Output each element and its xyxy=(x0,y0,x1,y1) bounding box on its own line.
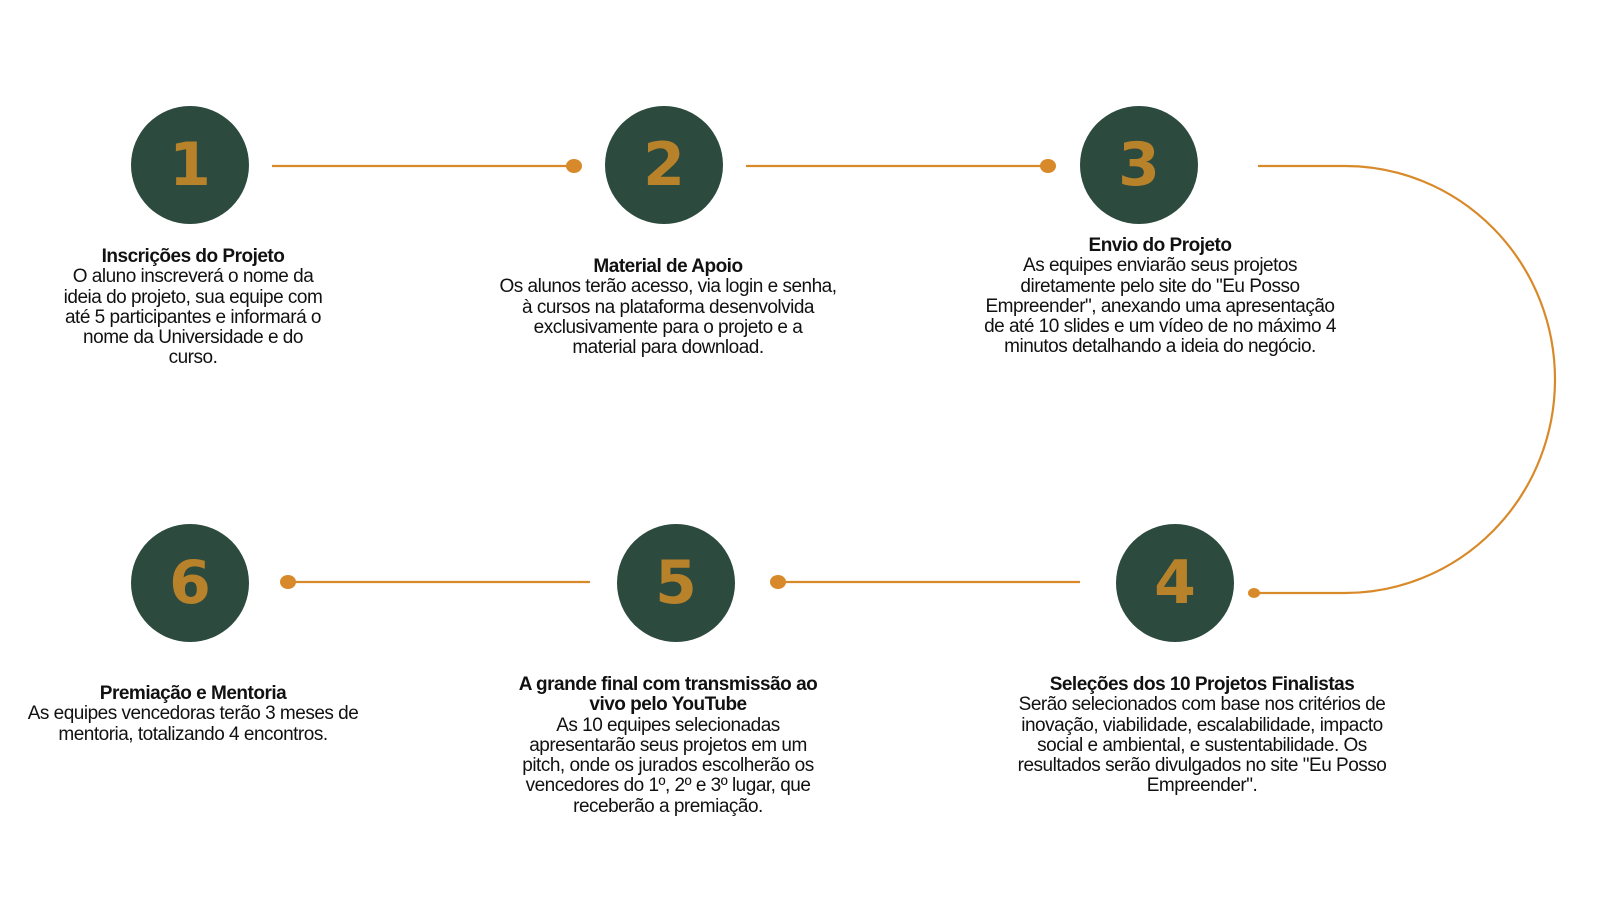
step-text-line: material para download. xyxy=(572,337,764,359)
step-number: 3 xyxy=(1118,130,1160,200)
step-text-line: social e ambiental, e sustentabilidade. … xyxy=(1037,734,1367,756)
step-number: 1 xyxy=(169,130,211,200)
connector-3-4 xyxy=(1256,164,1557,595)
step-text-line: As equipes enviarão seus projetos xyxy=(1023,255,1297,277)
step-3-circle: 3 xyxy=(1080,106,1198,224)
step-title: A grande final com transmissão ao xyxy=(518,674,818,695)
step-text-line: exclusivamente para o projeto e a xyxy=(533,316,803,338)
step-text-line: curso. xyxy=(168,347,218,369)
step-number: 6 xyxy=(169,548,211,618)
step-1-circle: 1 xyxy=(131,106,249,224)
step-text-line: As 10 equipes selecionadas xyxy=(556,714,780,736)
step-number: 5 xyxy=(655,548,697,618)
step-title: Envio do Projeto xyxy=(1088,235,1232,256)
step-text-line: Os alunos terão acesso, via login e senh… xyxy=(499,276,837,298)
step-title: Material de Apoio xyxy=(593,256,743,277)
step-2-circle: 2 xyxy=(605,106,723,224)
step-text-line: ideia do projeto, sua equipe com xyxy=(63,286,323,308)
step-text-line: apresentarão seus projetos em um xyxy=(529,734,807,756)
step-text-line: mentoria, totalizando 4 encontros. xyxy=(58,723,328,745)
step-text-line: Empreender", anexando uma apresentação xyxy=(985,295,1335,317)
step-text-line: Serão selecionados com base nos critério… xyxy=(1018,694,1386,716)
step-text-line: pitch, onde os jurados escolherão os xyxy=(522,755,814,777)
step-text-line: de até 10 slides e um vídeo de no máximo… xyxy=(984,316,1336,338)
step-number: 4 xyxy=(1154,548,1196,618)
arrow-dot xyxy=(770,575,786,589)
step-title: vivo pelo YouTube xyxy=(589,694,747,716)
step-title: Inscrições do Projeto xyxy=(101,246,285,267)
step-4-circle: 4 xyxy=(1116,524,1234,642)
step-5-circle: 5 xyxy=(617,524,735,642)
step-text-line: As equipes vencedoras terão 3 meses de xyxy=(27,703,359,725)
step-text-line: minutos detalhando a ideia do negócio. xyxy=(1004,336,1316,358)
step-title: Seleções dos 10 Projetos Finalistas xyxy=(1049,674,1355,695)
arrow-dot xyxy=(280,575,296,589)
step-text-line: Empreender". xyxy=(1146,775,1258,797)
step-text-line: resultados serão divulgados no site "Eu … xyxy=(1017,755,1387,777)
arrow-dot xyxy=(1040,159,1056,173)
step-title: Premiação e Mentoria xyxy=(99,683,287,704)
step-text-line: nome da Universidade e do xyxy=(83,327,303,349)
step-text-line: até 5 participantes e informará o xyxy=(64,306,321,328)
step-text-line: à cursos na plataforma desenvolvida xyxy=(522,296,814,318)
step-6-circle: 6 xyxy=(131,524,249,642)
step-text-line: O aluno inscreverá o nome da xyxy=(72,266,314,288)
step-number: 2 xyxy=(643,130,685,200)
step-text-line: receberão a premiação. xyxy=(573,795,763,817)
arrow-dot xyxy=(566,159,582,173)
step-text-line: vencedores do 1º, 2º e 3º lugar, que xyxy=(525,775,811,797)
step-text-line: inovação, viabilidade, escalabilidade, i… xyxy=(1021,714,1383,736)
step-text-line: diretamente pelo site do "Eu Posso xyxy=(1020,275,1300,297)
arrow-dot xyxy=(1248,588,1260,598)
